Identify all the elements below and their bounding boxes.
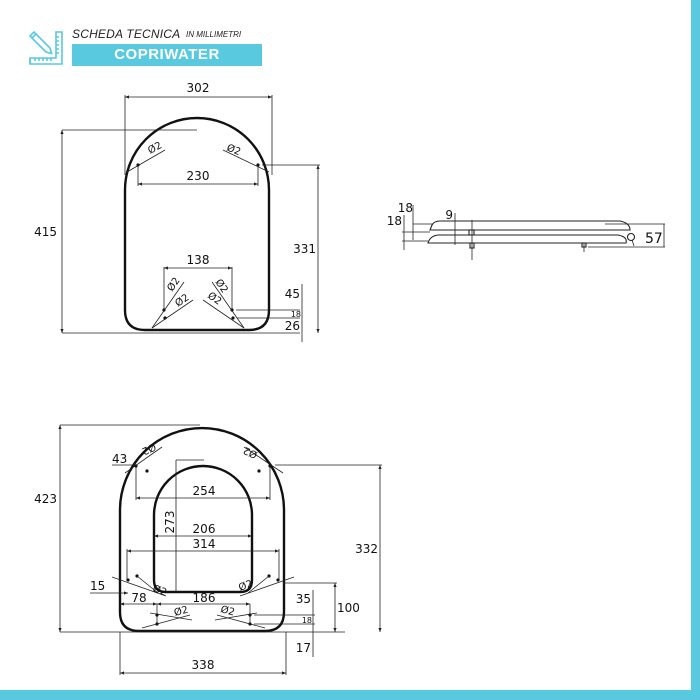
dim-offset-18: 18 (291, 310, 301, 319)
dim-total-width: 338 (192, 658, 215, 672)
dim-offset-100: 100 (337, 601, 360, 615)
frame-border-right (691, 0, 700, 700)
dim-offset-78: 78 (131, 591, 146, 605)
dim-lid-thickness: 18 (398, 201, 413, 215)
hole-diameter-tl: Ø2 (146, 139, 164, 156)
hole-diameter-ml: Ø2 (151, 583, 168, 599)
dim-top-hole-spacing: 230 (187, 169, 210, 183)
dim-top-height: 415 (34, 225, 57, 239)
frame-border-bottom (0, 690, 700, 700)
hole-diameter-bl1: Ø2 (165, 275, 183, 294)
seat-opening (152, 464, 254, 594)
bottom-view: 423 43 Ø2 Ø2 254 273 206 314 332 (34, 424, 382, 675)
dim-seat-thickness: 18 (387, 214, 402, 228)
dim-seat-height: 423 (34, 492, 57, 506)
dim-top-hole-spacing: 254 (193, 484, 216, 498)
seat-outline (118, 426, 286, 633)
dim-width-314: 314 (193, 537, 216, 551)
product-name-banner: COPRIWATER (72, 44, 262, 66)
header-title: SCHEDA TECNICA (72, 27, 181, 41)
dim-gap: 9 (445, 208, 453, 222)
ruler-pencil-icon (28, 30, 63, 65)
dim-hole-spacing-186: 186 (193, 591, 216, 605)
side-view: 18 18 9 57 (387, 201, 665, 260)
top-view: 302 415 230 Ø2 Ø2 331 138 Ø2 Ø2 (34, 81, 320, 342)
dim-offset-43: 43 (112, 452, 127, 466)
hole-diameter-tr: Ø2 (241, 444, 259, 461)
hole-diameter-br: Ø2 (219, 603, 236, 618)
dim-top-width: 302 (187, 81, 210, 95)
hole-diameter-bl: Ø2 (173, 604, 190, 619)
hole-diameter-tr: Ø2 (225, 142, 243, 158)
dim-side-offset: 15 (90, 579, 105, 593)
spec-sheet-header: SCHEDA TECNICA IN MILLIMETRI COPRIWATER (24, 24, 274, 70)
dim-offset-18: 18 (302, 616, 312, 625)
dim-offset-26: 26 (285, 319, 300, 333)
hole-diameter-tl: Ø2 (140, 440, 158, 457)
dim-offset-45: 45 (285, 287, 300, 301)
dim-offset-35: 35 (296, 592, 311, 606)
dim-total-height: 57 (645, 231, 663, 247)
dim-offset-17: 17 (296, 641, 311, 655)
dim-height-to-top-holes: 332 (355, 542, 378, 556)
dim-top-height-to-holes: 331 (293, 242, 316, 256)
dim-opening-width: 206 (193, 522, 216, 536)
header-units: IN MILLIMETRI (186, 30, 242, 39)
lid-outline (123, 116, 271, 332)
lid-profile (429, 220, 631, 231)
dim-opening-height: 273 (163, 511, 177, 534)
dim-bottom-hole-spacing: 138 (187, 253, 210, 267)
hole-diameter-mr: Ø2 (237, 578, 254, 594)
seat-profile (427, 234, 627, 244)
